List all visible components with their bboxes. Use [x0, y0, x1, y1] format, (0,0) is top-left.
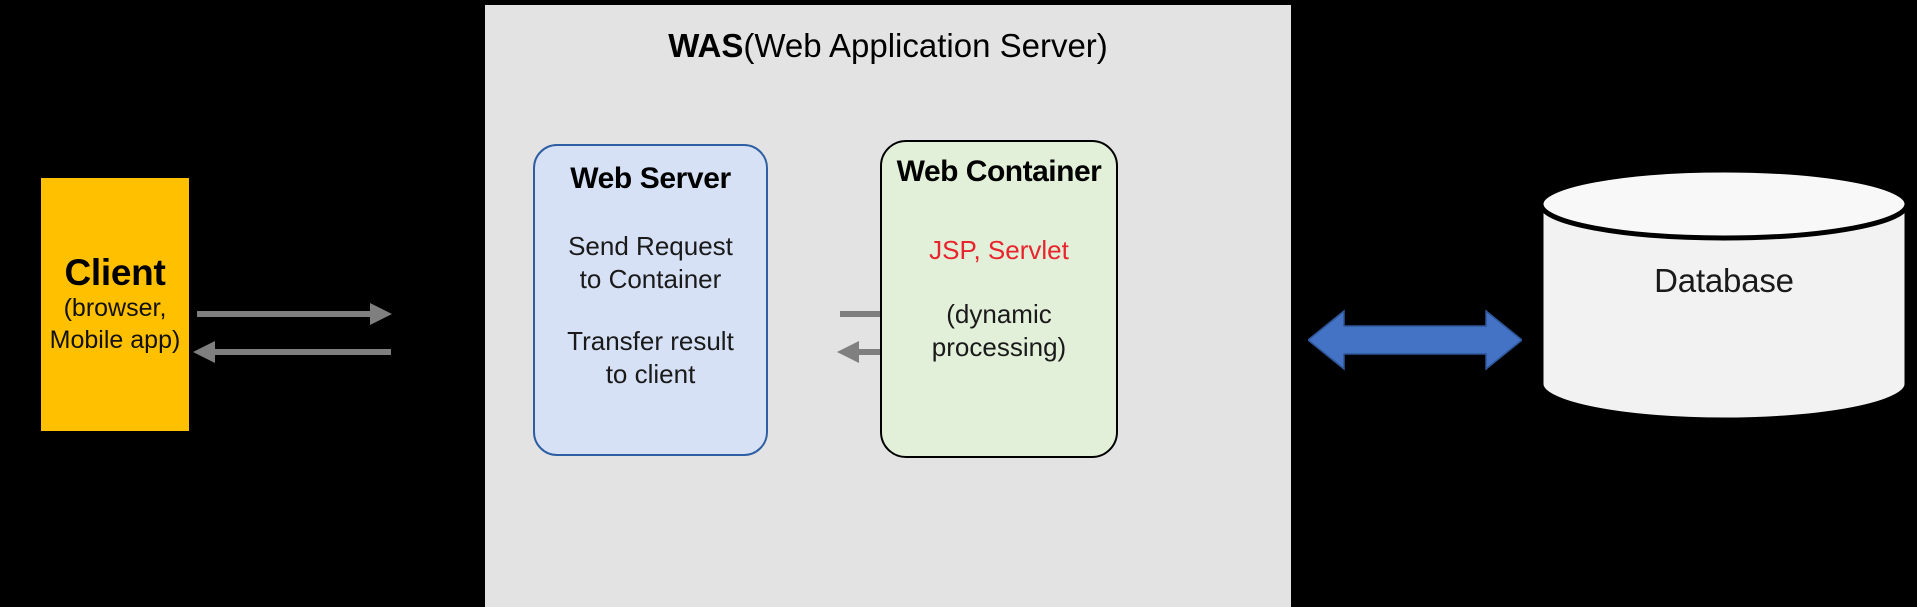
was-title-abbr: WAS [668, 27, 744, 64]
arrow-was-to-database [1306, 306, 1524, 374]
arrowhead-right-icon [370, 303, 392, 325]
web-container-title: Web Container [896, 155, 1102, 188]
arrow-client-to-server [197, 303, 392, 325]
web-server-task-1-line2: to Container [579, 263, 722, 294]
web-container-node[interactable]: Web Container JSP, Servlet (dynamic proc… [880, 140, 1118, 458]
web-server-title: Web Server [570, 162, 731, 195]
database-node[interactable] [1538, 167, 1910, 423]
arrowhead-left-icon [193, 341, 215, 363]
web-container-note-line2: processing) [931, 331, 1067, 362]
client-title: Client [64, 251, 166, 293]
web-server-node[interactable]: Web Server Send Request to Container Tra… [533, 144, 768, 456]
was-title-expansion: (Web Application Server) [743, 27, 1108, 64]
was-title: WAS(Web Application Server) [485, 27, 1291, 65]
arrow-shaft [215, 349, 391, 355]
web-server-task-2-line1: Transfer result [567, 326, 734, 356]
arrow-shaft [197, 311, 372, 317]
web-server-task-2-line2: to client [605, 358, 696, 389]
client-node[interactable]: Client (browser, Mobile app) [41, 178, 189, 431]
web-container-note: (dynamic processing) [932, 298, 1066, 363]
arrow-server-to-client [193, 341, 391, 363]
database-label: Database [1654, 262, 1794, 299]
web-container-tech-label: JSP, Servlet [929, 235, 1069, 265]
web-server-task-1: Send Request to Container [568, 230, 733, 295]
web-server-task-2: Transfer result to client [567, 325, 734, 390]
arrowhead-left-icon [837, 341, 859, 363]
database-cylinder-icon [1538, 167, 1910, 423]
web-container-note-line1: (dynamic [946, 299, 1052, 330]
client-subtitle-line2: Mobile app) [49, 326, 181, 355]
arrow-shaft [840, 311, 895, 317]
web-server-task-1-line1: Send Request [568, 231, 733, 261]
double-headed-arrow-icon [1306, 309, 1524, 371]
client-subtitle-line1: (browser, [63, 294, 167, 323]
